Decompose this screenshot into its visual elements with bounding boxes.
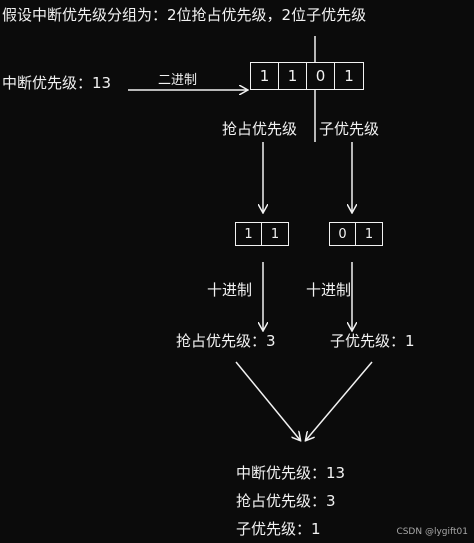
sub-decimal-label: 十进制 xyxy=(306,281,352,299)
summary-line-priority: 中断优先级：13 xyxy=(236,464,346,482)
bit-cell: 1 xyxy=(364,226,374,242)
convert-binary-label: 二进制 xyxy=(158,73,198,88)
sub-result-label: 子优先级：1 xyxy=(330,332,415,350)
bit-cell: 1 xyxy=(236,223,262,245)
bit-cell: 1 xyxy=(251,63,279,89)
preempt-bits-box: 1 1 xyxy=(235,222,289,246)
preempt-bits-label: 抢占优先级 xyxy=(222,120,298,138)
sub-bits-label: 子优先级 xyxy=(319,120,380,138)
bit-cell: 1 xyxy=(270,226,280,242)
sub-merge-arrow xyxy=(306,361,373,440)
bit-cell: 0 xyxy=(330,223,356,245)
preempt-result-label: 抢占优先级：3 xyxy=(176,332,276,350)
sub-bits-box: 0 1 xyxy=(329,222,383,246)
source-priority-label: 中断优先级：13 xyxy=(2,74,112,92)
preempt-decimal-label: 十进制 xyxy=(207,281,253,299)
binary-bits-box: 1 1 0 1 xyxy=(250,62,364,90)
bit-cell: 0 xyxy=(307,63,335,89)
bit-cell: 1 xyxy=(279,63,307,89)
bit-cell: 1 xyxy=(344,67,354,85)
summary-line-sub: 子优先级：1 xyxy=(236,520,321,538)
summary-line-preempt: 抢占优先级：3 xyxy=(236,492,336,510)
watermark: CSDN @lygift01 xyxy=(396,527,468,537)
preempt-merge-arrow xyxy=(235,361,300,440)
diagram-title: 假设中断优先级分组为：2位抢占优先级，2位子优先级 xyxy=(2,6,367,24)
